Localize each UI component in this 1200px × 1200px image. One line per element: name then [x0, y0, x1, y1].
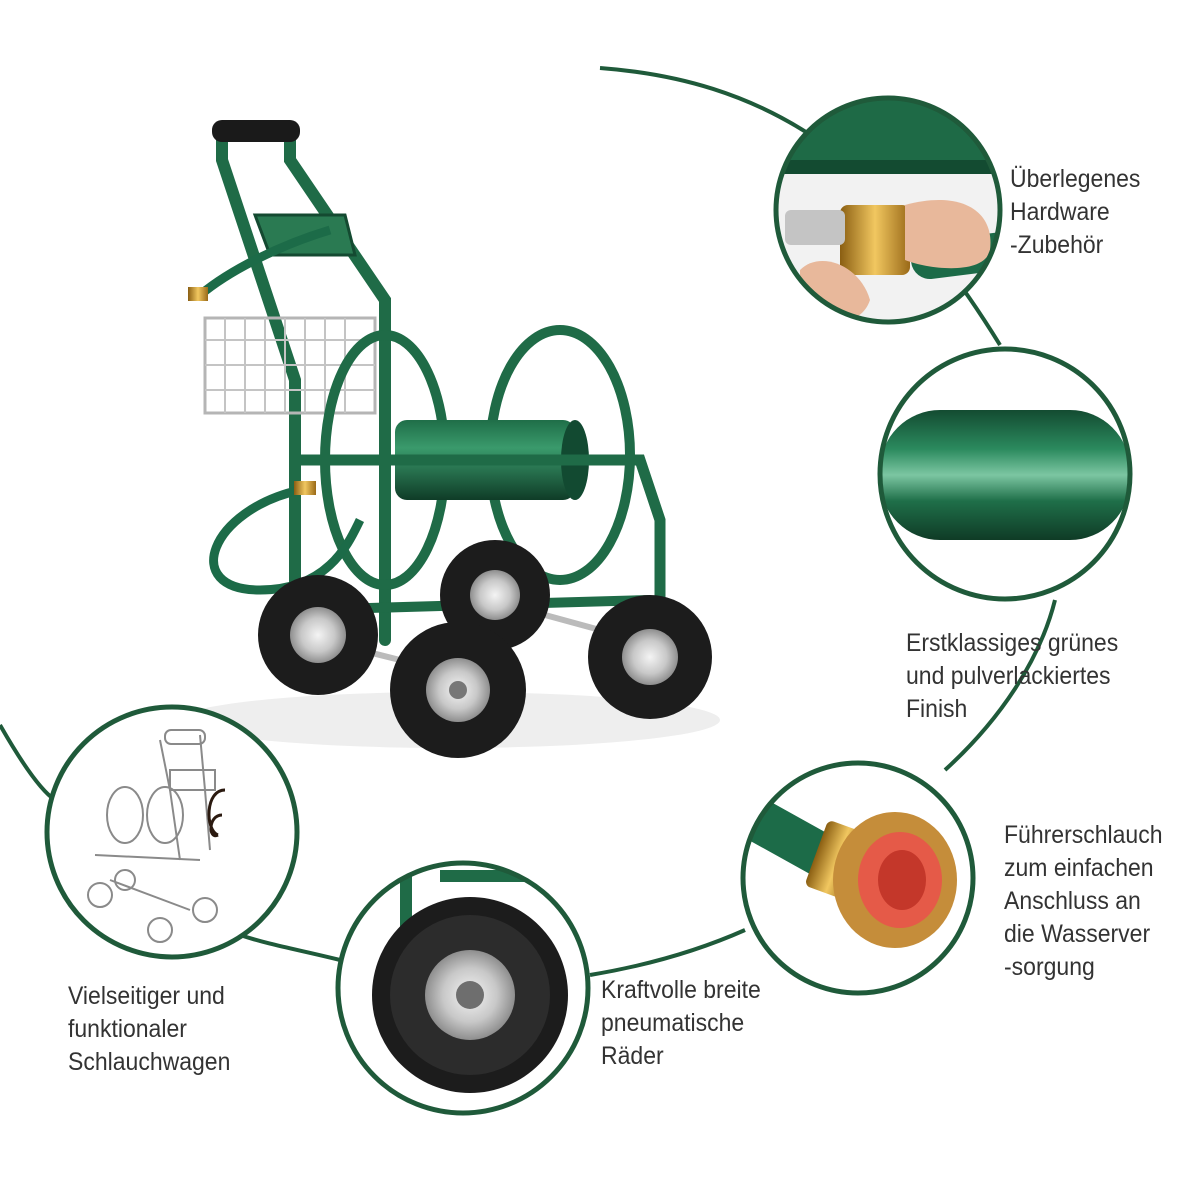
feature-label-line: -sorgung [1004, 953, 1095, 981]
hose-reel-cart [180, 120, 720, 758]
feature-label-finish: Erstklassiges grünes und pulverlackierte… [906, 627, 1118, 726]
connector-arc [239, 933, 341, 962]
detail-circle-cart [44, 704, 300, 960]
wire-basket [203, 316, 377, 415]
connector-arc [589, 928, 746, 977]
feature-label-cart: Vielseitiger und funktionaler Schlauchwa… [68, 980, 230, 1079]
feature-label-line: -Zubehör [1010, 231, 1104, 259]
feature-label-line: Führerschlauch [1004, 821, 1163, 849]
feature-label-line: Finish [906, 695, 968, 723]
feature-label-line: Räder [601, 1042, 664, 1070]
feature-label-line: Anschluss an [1004, 887, 1141, 915]
feature-label-line: Erstklassiges grünes [906, 629, 1119, 657]
detail-circle-finish [877, 346, 1133, 602]
detail-circle-hardware [773, 95, 1003, 325]
wheel [390, 622, 526, 758]
feature-label-hose: Führerschlauch zum einfachen Anschluss a… [1004, 819, 1163, 984]
feature-label-line: Vielseitiger und [68, 982, 225, 1010]
feature-label-line: Überlegenes [1010, 165, 1141, 193]
feature-label-hardware: Überlegenes Hardware -Zubehör [1010, 163, 1140, 262]
wheel [258, 575, 378, 695]
feature-label-line: Hardware [1010, 198, 1110, 226]
feature-label-line: zum einfachen [1004, 854, 1154, 882]
feature-label-line: und pulverlackiertes [906, 662, 1111, 690]
detail-circle-wheel [335, 860, 591, 1116]
feature-label-line: funktionaler [68, 1015, 187, 1043]
feature-label-wheels: Kraftvolle breite pneumatische Räder [601, 974, 761, 1073]
feature-label-line: die Wasserver [1004, 920, 1151, 948]
connector-arc [0, 724, 57, 802]
connector-arc [943, 599, 1057, 772]
feature-label-line: Kraftvolle breite [601, 976, 761, 1004]
detail-circle-hose [740, 760, 976, 996]
feature-label-line: Schlauchwagen [68, 1048, 231, 1076]
wheel [440, 540, 550, 650]
wheel [588, 595, 712, 719]
feature-label-line: pneumatische [601, 1009, 745, 1037]
